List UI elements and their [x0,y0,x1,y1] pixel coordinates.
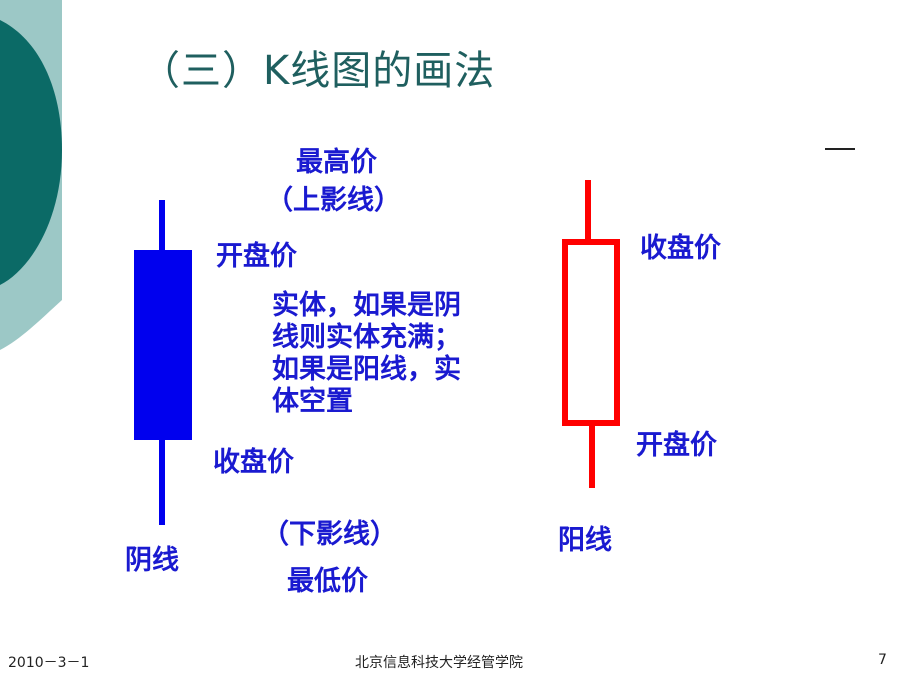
body-description: 实体，如果是阴 线则实体充满； 如果是阳线，实 体空置 [272,290,522,418]
slide-title: （三）K线图的画法 [140,48,496,94]
label-left-close: 收盘价 [213,447,294,478]
label-bullish: 阳线 [558,525,612,556]
description-line: 体空置 [272,386,353,417]
decorative-arc [0,0,62,350]
footer-date: 2010－3－1 [8,655,90,671]
label-lower-shadow: （下影线） [262,519,397,550]
footer-institution: 北京信息科技大学经管学院 [355,655,523,671]
bearish-body [134,250,192,440]
label-high: 最高价 [296,147,377,178]
candlestick-diagram [134,180,620,525]
description-line: 如果是阳线，实 [272,354,461,385]
label-upper-shadow: （上影线） [266,185,401,216]
description-line: 线则实体充满； [272,322,461,353]
dash-mark [825,148,855,150]
label-low: 最低价 [287,566,368,597]
description-line: 实体，如果是阴 [272,290,461,321]
footer-page-number: 7 [878,652,887,668]
label-bearish: 阴线 [125,545,179,576]
label-left-open: 开盘价 [216,241,297,272]
bullish-body [562,239,620,426]
label-right-close: 收盘价 [640,233,721,264]
label-right-open: 开盘价 [636,430,717,461]
